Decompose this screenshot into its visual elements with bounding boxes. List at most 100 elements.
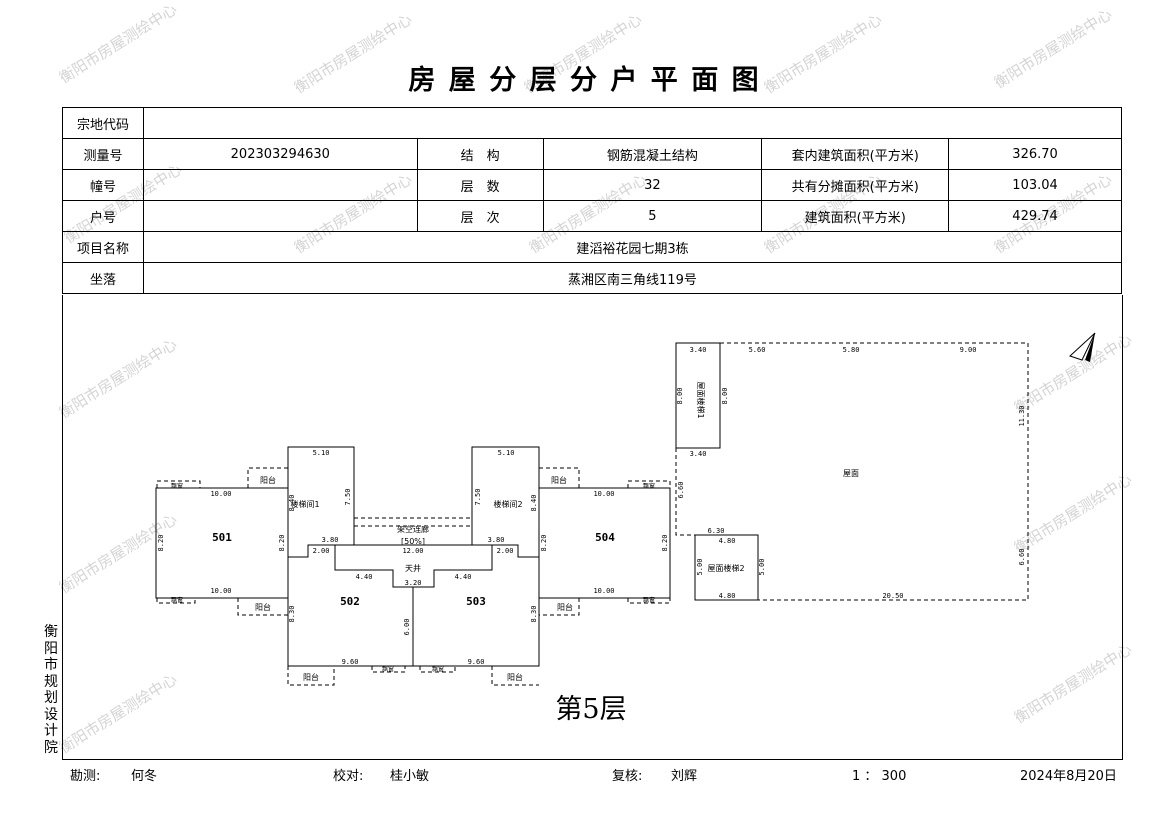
dimension-label: 8.40 xyxy=(288,495,296,512)
room-label: 屋面 xyxy=(843,469,859,478)
dimension-label: 7.50 xyxy=(344,489,352,506)
dimension-label: 8.20 xyxy=(540,535,548,552)
room-label: [50%] xyxy=(401,537,425,546)
dimension-label: 10.00 xyxy=(210,587,231,595)
room-label: 阳台 xyxy=(551,475,567,485)
dimension-label: 6.60 xyxy=(1018,549,1026,566)
dimension-label: 3.80 xyxy=(488,536,505,544)
checker-label: 校对: xyxy=(333,769,364,784)
inner-area-value: 326.70 xyxy=(948,138,1122,170)
dimension-label: 20.50 xyxy=(882,592,903,600)
dimension-label: 9.60 xyxy=(342,658,359,666)
unit-label: 504 xyxy=(595,531,615,544)
dimension-label: 4.40 xyxy=(455,573,472,581)
room-label: 屋面楼梯1 xyxy=(696,381,706,418)
dimension-label: 8.30 xyxy=(288,606,296,623)
dimension-label: 10.00 xyxy=(210,490,231,498)
parcel-code-label: 宗地代码 xyxy=(62,107,144,139)
structure-value: 钢筋混凝土结构 xyxy=(542,138,763,170)
project-label: 项目名称 xyxy=(62,231,144,263)
dimension-label: 8.20 xyxy=(661,535,669,552)
dimension-label: 5.60 xyxy=(749,346,766,354)
dimension-label: 3.20 xyxy=(405,579,422,587)
room-label: 飘窗 xyxy=(643,482,655,490)
checker-name: 桂小敏 xyxy=(390,769,430,784)
room-label: 飘窗 xyxy=(382,665,394,673)
dimension-label: 10.00 xyxy=(593,587,614,595)
room-label: 阳台 xyxy=(557,602,573,612)
dimension-label: 5.00 xyxy=(758,559,766,576)
reviewer-label: 复核: xyxy=(612,769,643,784)
dimension-label: 3.80 xyxy=(322,536,339,544)
unit-502-outline xyxy=(287,544,414,667)
reviewer-name: 刘辉 xyxy=(671,769,698,784)
dimension-label: 6.00 xyxy=(403,619,411,636)
shared-area-value: 103.04 xyxy=(948,169,1122,201)
dimension-label: 5.80 xyxy=(843,346,860,354)
location-value: 蒸湘区南三角线119号 xyxy=(142,262,1123,294)
dimension-label: 9.60 xyxy=(468,658,485,666)
floor-value: 5 xyxy=(542,200,763,232)
room-label: 阳台 xyxy=(255,602,271,612)
building-area-value: 429.74 xyxy=(948,200,1122,232)
dimension-label: 3.40 xyxy=(690,450,707,458)
dimension-label: 5.10 xyxy=(498,449,515,457)
north-arrow-icon xyxy=(1069,332,1096,362)
room-label: 架空连廊 xyxy=(397,524,429,534)
floors-value: 32 xyxy=(542,169,763,201)
dimension-label: 6.60 xyxy=(677,482,685,499)
info-table: 宗地代码 测量号 202303294630 结 构 钢筋混凝土结构 套内建筑面积… xyxy=(62,107,1123,294)
roof-stair1-outline xyxy=(675,342,721,449)
roof-outline xyxy=(720,342,1029,601)
room-label: 阳台 xyxy=(507,672,523,682)
unit-label: 502 xyxy=(340,595,360,608)
dimension-label: 4.80 xyxy=(719,592,736,600)
room-label: 飘窗 xyxy=(643,596,655,604)
surveyor-name: 何冬 xyxy=(131,769,158,784)
unit-503-outline xyxy=(412,544,540,667)
dimension-label: 2.00 xyxy=(497,547,514,555)
dimension-label: 8.00 xyxy=(676,388,684,405)
page-title: 房 屋 分 层 分 户 平 面 图 xyxy=(408,65,761,96)
stair2-outline xyxy=(471,446,540,557)
floor-caption: 第5层 xyxy=(555,694,626,725)
dimension-label: 3.40 xyxy=(690,346,707,354)
dimension-label: 2.00 xyxy=(313,547,330,555)
room-label: 屋面楼梯2 xyxy=(707,563,744,573)
room-label: 飘窗 xyxy=(171,482,183,490)
dimension-label: 4.80 xyxy=(719,537,736,545)
dimension-label: 6.30 xyxy=(708,527,725,535)
room-label: 飘窗 xyxy=(171,596,183,604)
dimension-label: 10.00 xyxy=(593,490,614,498)
scale: 1 ： 300 xyxy=(852,769,907,784)
institute-vertical-text: 衡阳市规划设计院 xyxy=(44,624,58,756)
stair1-outline xyxy=(287,446,355,557)
dimension-label: 12.00 xyxy=(402,547,423,555)
dimension-label: 8.00 xyxy=(721,388,729,405)
dimension-label: 9.00 xyxy=(960,346,977,354)
room-label: 阳台 xyxy=(303,672,319,682)
building-no-label: 幢号 xyxy=(62,169,144,201)
roof-stair2-outline xyxy=(694,534,759,601)
dimension-label: 8.20 xyxy=(278,535,286,552)
dimension-label: 7.50 xyxy=(474,489,482,506)
room-label: 楼梯间1 xyxy=(290,499,319,509)
unit-label: 503 xyxy=(466,595,486,608)
drawing-frame xyxy=(62,295,1123,760)
dimension-label: 8.20 xyxy=(157,535,165,552)
room-label: 飘窗 xyxy=(432,665,444,673)
dimension-label: 11.30 xyxy=(1018,405,1026,426)
surveyor-label: 勘测: xyxy=(70,769,101,784)
room-label: 天井 xyxy=(405,563,421,573)
dimension-label: 5.10 xyxy=(313,449,330,457)
dimension-label: 8.40 xyxy=(530,495,538,512)
dimension-label: 8.30 xyxy=(530,606,538,623)
room-label: 楼梯间2 xyxy=(493,499,522,509)
dimension-label: 4.40 xyxy=(356,573,373,581)
dimension-label: 5.00 xyxy=(696,559,704,576)
date: 2024年8月20日 xyxy=(1020,769,1117,784)
building-area-label: 建筑面积(平方米) xyxy=(761,200,950,232)
unit-label: 501 xyxy=(212,531,232,544)
